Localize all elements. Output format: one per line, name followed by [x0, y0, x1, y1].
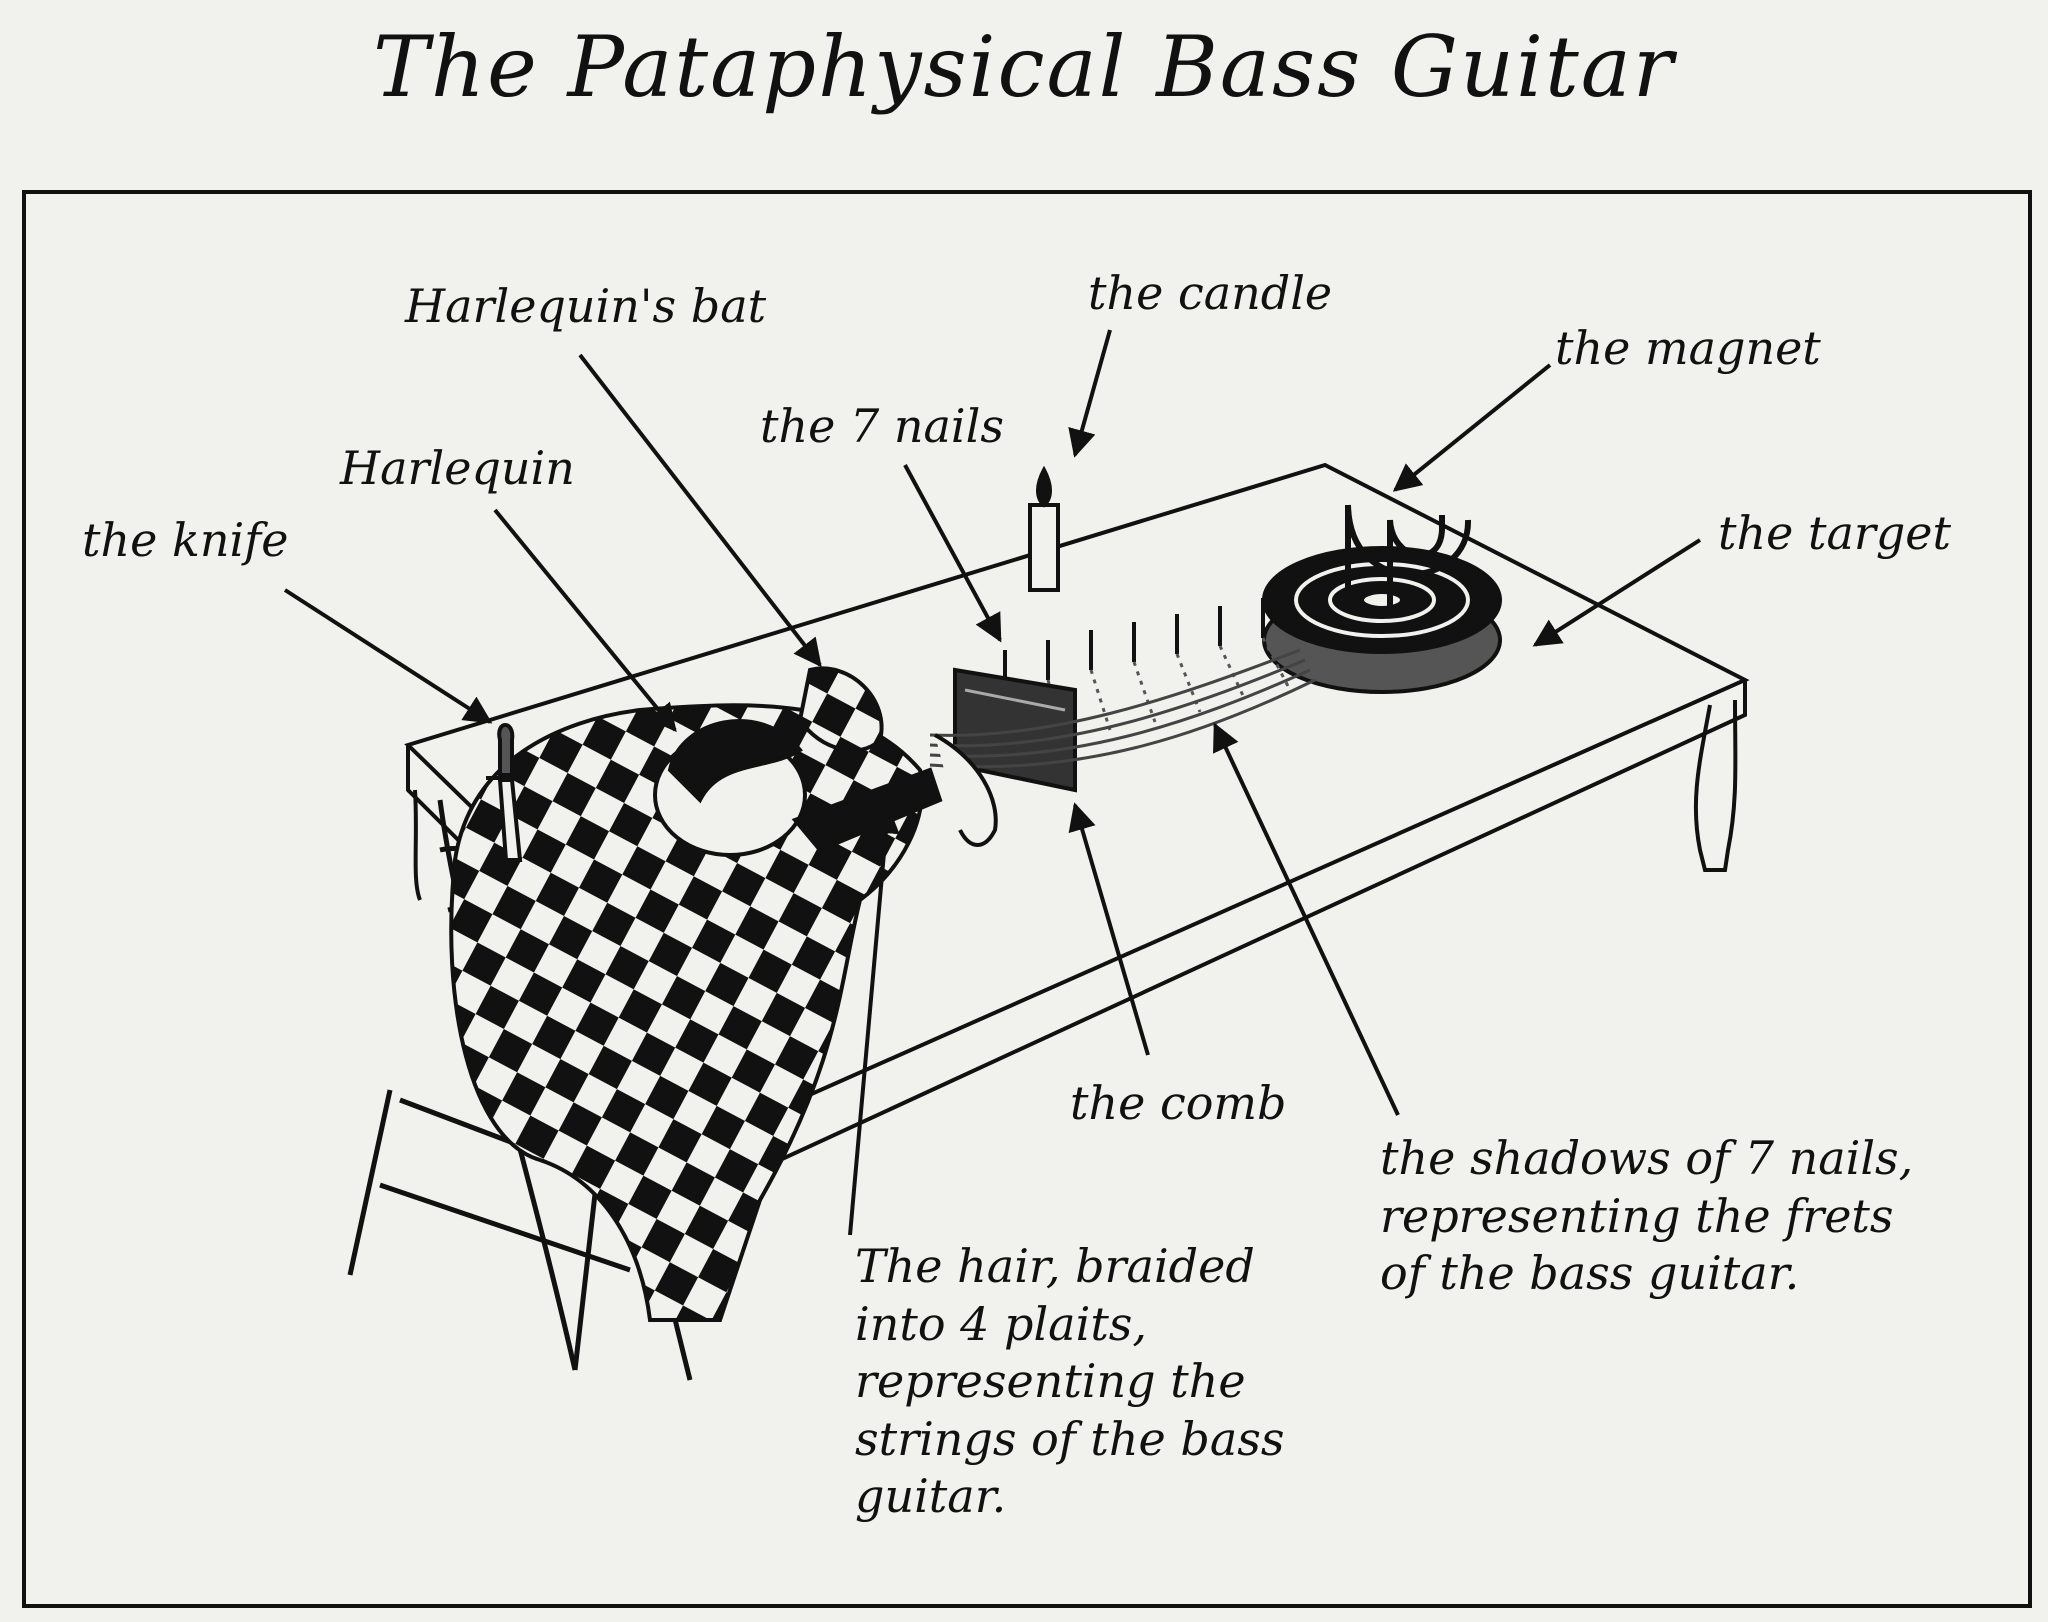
label-knife: the knife — [82, 513, 289, 567]
label-shadows-line-2: representing the frets — [1380, 1188, 1894, 1243]
hair-plaits — [929, 648, 1316, 769]
arrow-candle — [1068, 329, 1112, 458]
label-shadows-line-3: of the bass guitar. — [1380, 1246, 1800, 1300]
magnet — [1345, 504, 1472, 610]
label-hair-line-1: The hair, braided — [855, 1239, 1255, 1293]
candle — [1028, 465, 1060, 592]
label-hair-line-2: into 4 plaits, — [855, 1296, 1148, 1351]
arrow-knife — [283, 588, 493, 724]
arrow-seven-nails — [903, 464, 1002, 643]
label-hair-line-4: strings of the bass — [855, 1411, 1285, 1466]
label-harlequin: Harlequin — [340, 441, 575, 495]
diagram-title: The Pataphysical Bass Guitar — [373, 18, 1675, 116]
target — [1262, 546, 1502, 694]
harlequin — [449, 666, 998, 1322]
seven-nails — [1003, 598, 1265, 690]
label-seven-nails: the 7 nails — [760, 399, 1004, 453]
arrow-magnet — [1392, 363, 1552, 492]
arrow-harlequins-bat — [578, 353, 822, 668]
illustration-frame — [22, 190, 2032, 1608]
label-hair: The hair, braided into 4 plaits, represe… — [855, 1238, 1284, 1526]
arrow-shadows — [1213, 722, 1400, 1116]
label-comb: the comb — [1070, 1076, 1287, 1130]
label-target: the target — [1718, 506, 1952, 560]
label-candle: the candle — [1088, 266, 1333, 320]
arrow-comb — [1068, 802, 1150, 1056]
label-hair-line-5: guitar. — [855, 1469, 1007, 1523]
label-shadows: the shadows of 7 nails, representing the… — [1380, 1130, 1913, 1303]
label-magnet: the magnet — [1555, 321, 1821, 375]
arrow-harlequin — [493, 508, 677, 733]
arrow-target — [1532, 538, 1702, 647]
label-hair-line-3: representing the — [855, 1354, 1246, 1408]
knife — [486, 723, 526, 862]
label-harlequins-bat: Harlequin's bat — [405, 279, 767, 333]
label-shadows-line-1: the shadows of 7 nails, — [1380, 1131, 1914, 1185]
arrow-hair — [848, 805, 900, 1236]
